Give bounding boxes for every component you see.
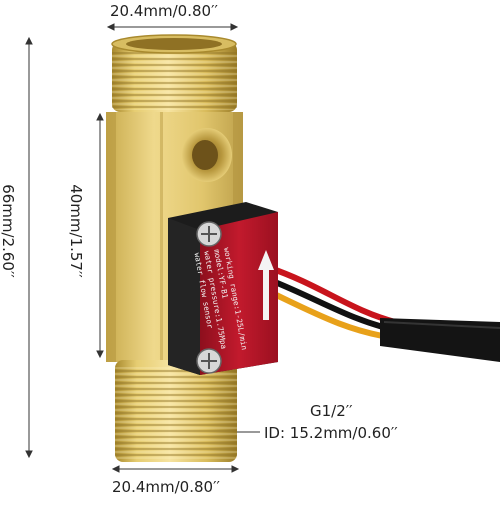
body-height-label: 40mm/1.57′′: [67, 184, 85, 278]
top-thread: [111, 34, 237, 112]
sensor-cable: [268, 265, 500, 362]
hall-sensor-module: [168, 202, 278, 375]
dimension-lines: [25, 23, 260, 473]
flow-direction-arrow-icon: [258, 250, 274, 320]
bottom-width-label: 20.4mm/0.80′′: [112, 478, 220, 496]
top-width-label: 20.4mm/0.80′′: [110, 2, 218, 20]
thread-size-label: G1/2′′: [310, 402, 353, 420]
total-height-label: 66mm/2.60′′: [0, 184, 17, 278]
bottom-thread: [115, 360, 237, 462]
inner-diameter-label: ID: 15.2mm/0.60′′: [264, 424, 398, 442]
